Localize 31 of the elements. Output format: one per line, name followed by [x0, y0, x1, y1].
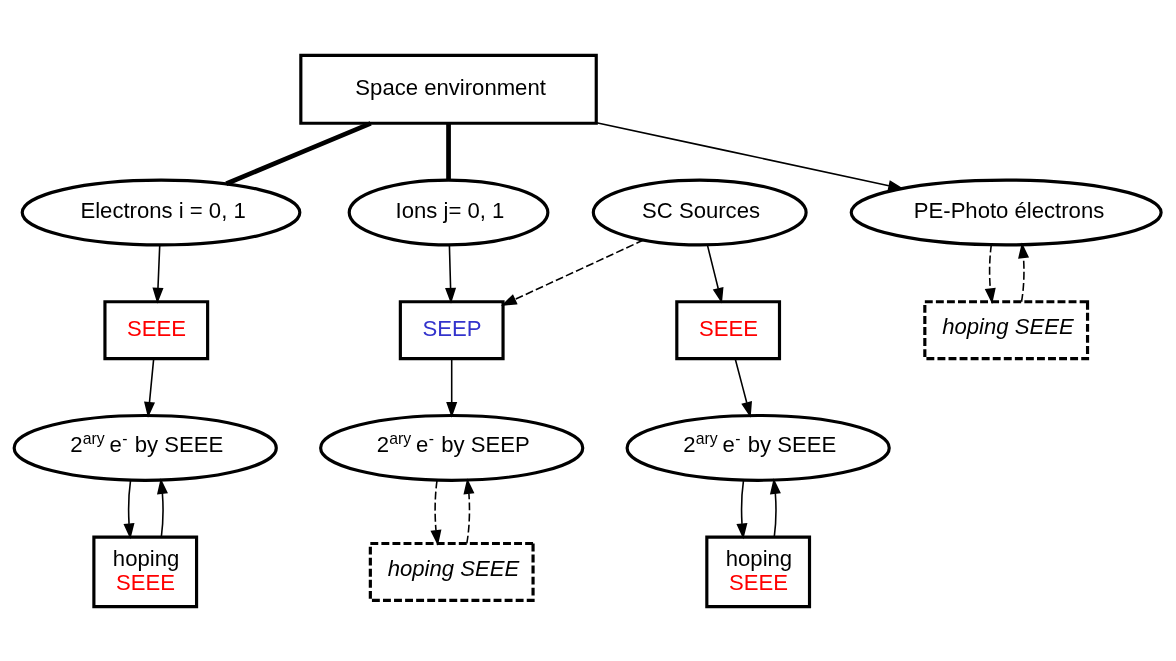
arrow — [1018, 241, 1030, 303]
node-ellipse: Ions j= 0, 1 — [347, 178, 550, 246]
node-ellipse: 2$^{ary}$ e$^{-}$ by SEEE — [12, 413, 278, 482]
arrow — [446, 357, 458, 418]
arrow — [706, 244, 724, 304]
arrow — [734, 357, 752, 418]
node-box: hoping SEEE — [923, 299, 1090, 360]
node-ellipse: SC Sources — [591, 178, 808, 246]
node-box: hoping SEEE — [368, 541, 535, 602]
arrow — [984, 243, 996, 304]
node-box: SEEE — [103, 299, 210, 360]
arrow — [123, 479, 135, 539]
arrow — [430, 479, 442, 546]
node-box: hoping SEEE — [92, 535, 199, 608]
node-box: hoping SEEE — [705, 535, 812, 608]
arrow — [156, 477, 168, 538]
node-ellipse: 2$^{ary}$ e$^{-}$ by SEEP — [319, 413, 585, 482]
node-box: Space environment — [299, 53, 598, 125]
connector — [446, 123, 451, 180]
arrow — [463, 477, 475, 544]
arrow — [445, 244, 457, 304]
arrow — [144, 357, 156, 418]
arrow — [769, 477, 781, 538]
node-ellipse: Electrons i = 0, 1 — [20, 178, 302, 246]
node-ellipse: 2$^{ary}$ e$^{-}$ by SEEE — [625, 413, 891, 482]
node-box: SEEP — [398, 299, 505, 360]
arrow — [500, 238, 645, 306]
node-box: SEEE — [675, 299, 782, 360]
connector — [225, 120, 372, 186]
arrow — [152, 244, 164, 304]
arrow — [736, 479, 748, 539]
